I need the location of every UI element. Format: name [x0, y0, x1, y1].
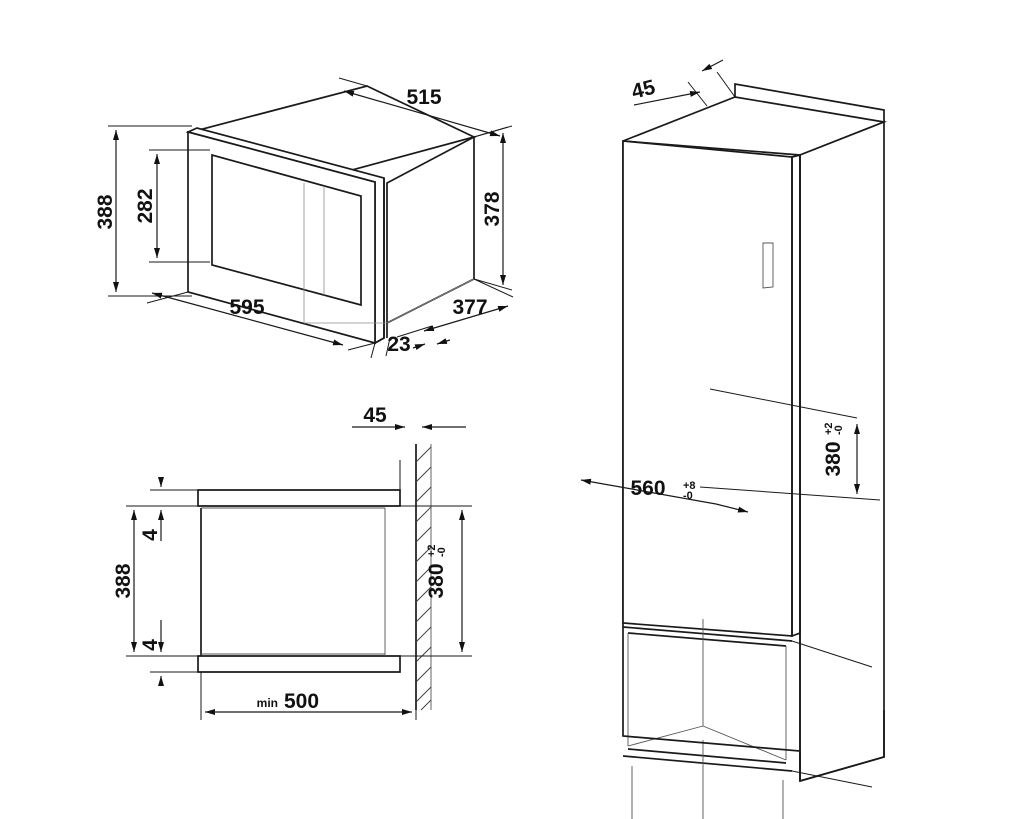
niche-top-front-edge — [622, 626, 793, 642]
dimlabel-595: 595 — [229, 296, 264, 319]
dimlabel-380-niche-tolminus: -0 — [436, 547, 448, 557]
appliance-rear-bottom-hidden — [386, 278, 475, 324]
niche-bottom-front-edge — [622, 755, 793, 772]
wall-hatching — [415, 446, 432, 711]
dimlabel-380-niche-tolplus: +2 — [426, 544, 438, 557]
dimlabel-388-appliance: 388 — [94, 194, 117, 229]
dimline-515 — [343, 90, 501, 137]
dimlabel-380-niche-group: 380 +2 -0 — [425, 544, 448, 598]
dimlabel-282-appliance: 282 — [134, 188, 157, 223]
view-niche-front: 45 388 4 4 380 +2 -0 — [112, 404, 472, 720]
dimlabel-515: 515 — [406, 86, 441, 109]
dimline-560 — [715, 503, 749, 513]
dimlabel-380-niche: 380 — [425, 563, 448, 598]
cabinet-door — [622, 140, 793, 637]
dimlabel-378: 378 — [481, 191, 504, 226]
dimlabel-560-tolplus: +8 — [683, 480, 696, 492]
dimlabel-380-cabinet-tolplus: +2 — [823, 422, 835, 435]
ext-378-top — [473, 125, 513, 138]
niche-floor-left — [627, 725, 704, 747]
appliance-door-bottom-bevel — [374, 337, 385, 344]
dimlabel-500: 500 — [284, 690, 319, 713]
ext-377-right — [473, 278, 514, 298]
cabinet-rear-lip — [734, 82, 885, 122]
dimline-560-lead — [580, 478, 717, 505]
cabinet-right-panel-bottom — [799, 710, 885, 782]
view-cabinet-isometric: 45 380 +2 -0 560 +8 -0 — [580, 59, 888, 819]
dimline-595 — [151, 292, 344, 346]
dimlabel-45-cabinet: 45 — [629, 76, 658, 104]
dimlabel-560-tolminus: -0 — [683, 490, 693, 502]
plinth-left-face — [622, 706, 801, 781]
dimlabel-4-top: 4 — [139, 529, 162, 541]
dimline-23b — [436, 338, 451, 345]
ext-45c-a — [716, 71, 736, 98]
dimlabel-4-bottom: 4 — [139, 639, 162, 651]
dimlabel-500-prefix: min — [257, 696, 278, 710]
door-handle — [762, 242, 774, 289]
niche-bottom-inner-edge — [627, 748, 787, 764]
niche-top-inner-edge — [627, 632, 787, 647]
dimline-377 — [423, 305, 509, 332]
ext-515-left — [338, 77, 368, 87]
niche-bottom-shelf — [197, 655, 401, 673]
cabinet-door-edge — [791, 153, 801, 638]
dimlabel-380-cabinet: 380 — [822, 441, 845, 476]
view-appliance-isometric: 388 282 515 378 595 377 — [94, 77, 514, 359]
dimlabel-45-niche: 45 — [363, 404, 387, 427]
dimline-23 — [412, 343, 426, 351]
dimline-45-cabinet — [633, 90, 701, 106]
dimline-45-cabinet-tick — [701, 59, 724, 72]
ext-380c-upper-lead — [709, 388, 858, 419]
ext-378-bottom — [473, 278, 513, 291]
dimlabel-380-cabinet-tolminus: -0 — [833, 425, 845, 435]
dimlabel-388-niche: 388 — [112, 563, 135, 598]
ext-380c-top — [791, 640, 873, 668]
dimlabel-380-cabinet-group: 380 +2 -0 — [822, 422, 845, 476]
niche-floor-right — [702, 725, 787, 761]
niche-top-shelf — [197, 489, 401, 507]
ext-380c-bottom — [791, 770, 873, 788]
ext-23-left — [370, 342, 376, 359]
dimlabel-377: 377 — [452, 296, 487, 319]
dimlabel-23: 23 — [387, 333, 410, 356]
ext-380c-lower-lead — [699, 486, 881, 501]
ext-595-right — [347, 342, 376, 351]
ext-23-right — [385, 337, 391, 357]
dimlabel-560: 560 — [630, 477, 665, 500]
